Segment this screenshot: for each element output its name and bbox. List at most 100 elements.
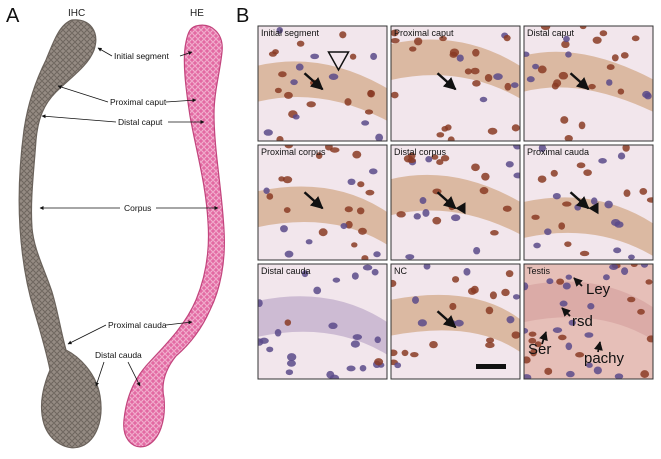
nucleus bbox=[332, 277, 341, 283]
nucleus bbox=[351, 242, 358, 248]
tile-frame bbox=[257, 263, 388, 380]
nucleus bbox=[456, 54, 464, 62]
nucleus bbox=[301, 270, 309, 278]
nucleus bbox=[278, 71, 287, 78]
nucleus bbox=[558, 222, 566, 230]
nucleus bbox=[276, 26, 283, 34]
nucleus bbox=[375, 133, 384, 141]
cell-arrow bbox=[573, 277, 583, 287]
nucleus bbox=[568, 319, 576, 326]
nucleus bbox=[592, 36, 602, 44]
nucleus bbox=[352, 150, 362, 159]
nucleus bbox=[486, 337, 495, 344]
epithelium-band bbox=[391, 39, 520, 99]
nucleus bbox=[559, 300, 568, 307]
nucleus bbox=[407, 157, 416, 163]
nucleus bbox=[505, 270, 514, 278]
nucleus bbox=[423, 264, 431, 270]
nucleus bbox=[639, 187, 648, 195]
nucleus bbox=[340, 222, 348, 230]
nucleus bbox=[263, 187, 270, 194]
nucleus bbox=[620, 52, 629, 59]
scale-bar bbox=[476, 364, 506, 369]
nucleus bbox=[587, 303, 595, 310]
nucleus bbox=[614, 373, 624, 379]
nucleus bbox=[565, 51, 572, 58]
nucleus bbox=[485, 306, 494, 315]
nucleus bbox=[489, 291, 497, 300]
nucleus bbox=[396, 211, 406, 218]
nucleus bbox=[530, 348, 537, 357]
tile-frame bbox=[257, 25, 388, 142]
nucleus bbox=[576, 162, 586, 169]
open-arrowhead-marker bbox=[327, 51, 350, 72]
nucleus bbox=[617, 88, 625, 95]
nucleus bbox=[463, 268, 471, 276]
nucleus bbox=[505, 161, 514, 168]
nucleus bbox=[373, 251, 381, 258]
nucleus bbox=[328, 322, 338, 330]
epithelium-band bbox=[524, 197, 653, 256]
tile-distal-caput: Distal caput bbox=[523, 25, 654, 142]
label-corpus: Corpus bbox=[39, 203, 219, 213]
nucleus bbox=[286, 359, 296, 367]
tile-frame bbox=[523, 144, 654, 261]
nucleus bbox=[556, 278, 565, 285]
nucleus bbox=[645, 279, 653, 285]
nucleus bbox=[606, 79, 613, 86]
nucleus bbox=[464, 68, 472, 75]
nucleus bbox=[391, 37, 400, 44]
nucleus bbox=[502, 205, 512, 212]
cell-label-Ser: Ser bbox=[528, 341, 551, 358]
nucleus bbox=[361, 255, 369, 260]
nucleus bbox=[422, 209, 430, 217]
nucleus bbox=[564, 241, 572, 247]
nucleus bbox=[544, 367, 553, 375]
nucleus bbox=[441, 125, 449, 132]
nucleus bbox=[346, 365, 356, 372]
tile-frame bbox=[257, 144, 388, 261]
nucleus bbox=[274, 87, 282, 94]
nucleus bbox=[292, 114, 300, 120]
nucleus bbox=[623, 189, 631, 197]
nucleus bbox=[611, 218, 621, 227]
tile-frame bbox=[523, 25, 654, 142]
nucleus bbox=[290, 79, 298, 86]
nucleus bbox=[266, 346, 274, 353]
nucleus bbox=[352, 334, 363, 340]
ihc-column-label: IHC bbox=[68, 8, 85, 19]
nucleus bbox=[349, 53, 357, 60]
tile-proximal-corpus: Proximal corpus bbox=[257, 144, 388, 261]
nucleus bbox=[431, 154, 439, 160]
nucleus bbox=[544, 228, 552, 236]
nucleus bbox=[552, 193, 561, 200]
nucleus bbox=[631, 35, 640, 42]
nucleus bbox=[561, 40, 570, 49]
nucleus bbox=[280, 225, 288, 233]
arrowhead-marker bbox=[588, 202, 599, 215]
nucleus bbox=[306, 101, 316, 108]
nucleus bbox=[284, 91, 293, 99]
cell-arrow bbox=[593, 341, 603, 353]
nucleus bbox=[642, 90, 651, 99]
nucleus bbox=[350, 340, 360, 348]
cell-arrow bbox=[561, 307, 571, 317]
nucleus bbox=[537, 65, 547, 74]
nucleus bbox=[391, 279, 397, 288]
tile-proximal-cauda: Proximal cauda bbox=[523, 144, 654, 261]
nucleus bbox=[451, 214, 461, 222]
arrow-marker bbox=[569, 72, 590, 91]
nucleus bbox=[550, 169, 558, 177]
nucleus bbox=[286, 353, 297, 361]
nucleus bbox=[405, 254, 415, 260]
nucleus bbox=[295, 63, 304, 71]
nucleus bbox=[524, 51, 530, 57]
nucleus bbox=[440, 155, 450, 162]
nucleus bbox=[603, 274, 610, 281]
tile-label: Initial segment bbox=[261, 28, 320, 38]
tile-distal-corpus: Distal corpus bbox=[390, 144, 521, 261]
nucleus bbox=[606, 64, 615, 71]
nucleus bbox=[282, 176, 293, 184]
